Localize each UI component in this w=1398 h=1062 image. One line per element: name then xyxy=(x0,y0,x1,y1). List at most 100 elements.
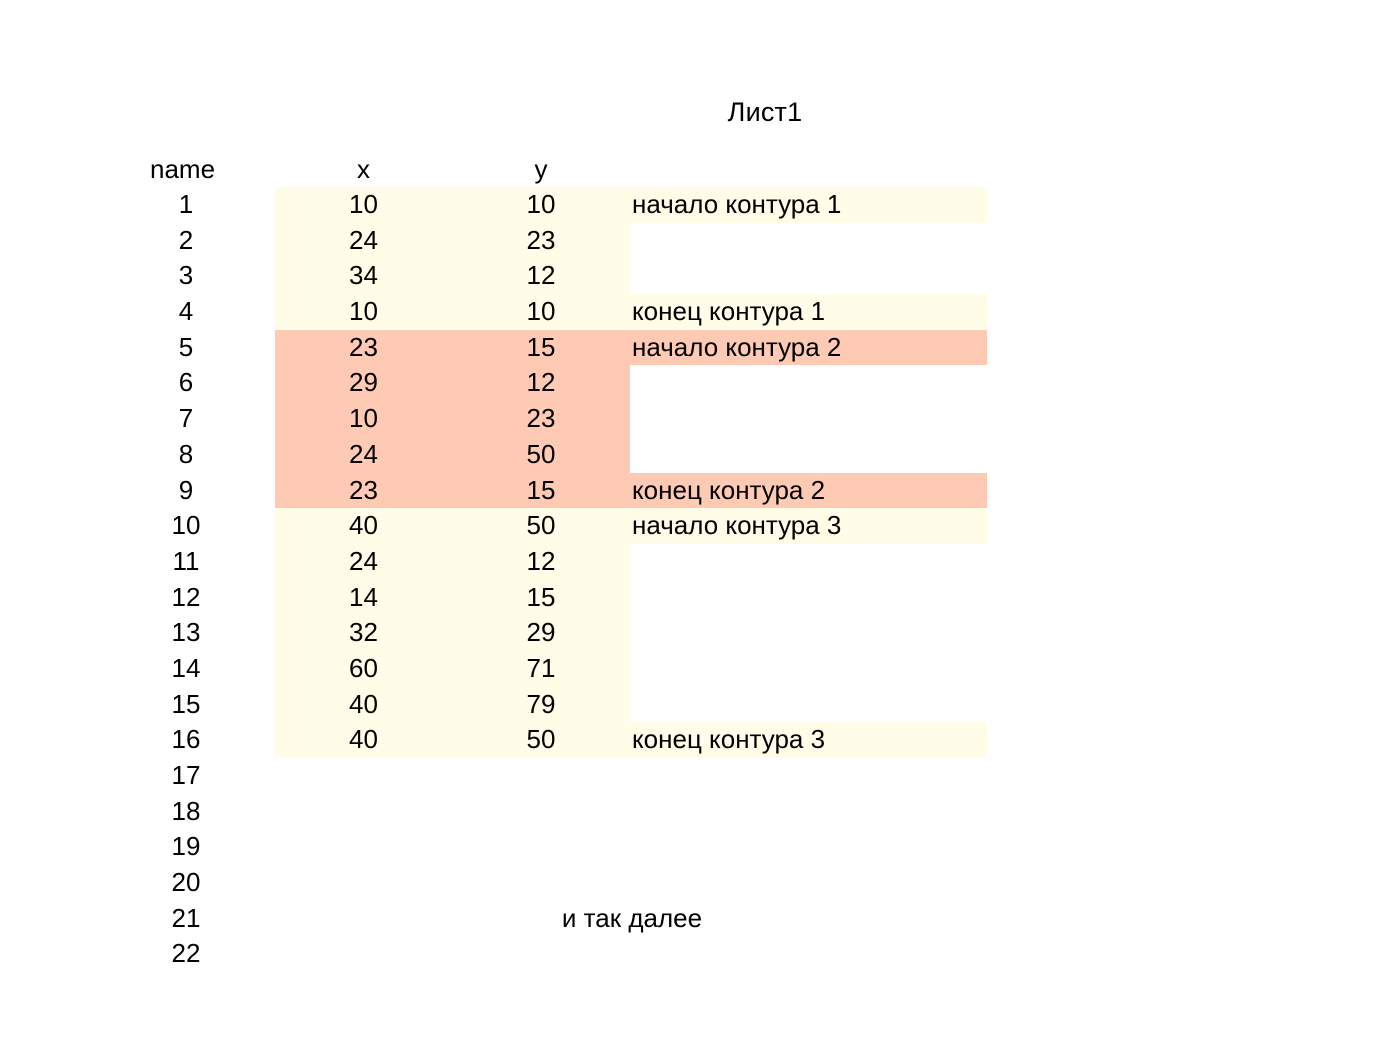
row-highlight-xy xyxy=(275,258,630,295)
cell-y[interactable]: 12 xyxy=(526,545,556,576)
column-header-x[interactable]: x xyxy=(357,154,370,184)
cell-note[interactable]: начало контура 1 xyxy=(632,189,842,219)
cell-x[interactable]: 10 xyxy=(349,403,378,434)
row-highlight-xy xyxy=(275,579,630,616)
cell-x[interactable]: 24 xyxy=(349,545,378,576)
cell-name[interactable]: 3 xyxy=(178,260,194,291)
table-row[interactable]: 9 23 15 конец контура 2 xyxy=(0,472,1398,509)
table-row[interactable]: 16 40 50 конец контура 3 xyxy=(0,722,1398,758)
cell-name[interactable]: 22 xyxy=(171,938,201,969)
cell-x[interactable]: 10 xyxy=(349,189,378,219)
cell-y[interactable]: 23 xyxy=(526,403,556,434)
table-row[interactable]: 13 32 29 xyxy=(0,615,1398,651)
cell-x[interactable]: 29 xyxy=(349,367,378,398)
cell-x[interactable]: 24 xyxy=(349,224,378,255)
cell-x[interactable]: 34 xyxy=(349,260,378,291)
cell-y[interactable]: 15 xyxy=(526,474,556,505)
cell-x[interactable]: 24 xyxy=(349,438,378,469)
cell-name[interactable]: 13 xyxy=(171,617,201,648)
table-row[interactable]: 2 24 23 xyxy=(0,222,1398,259)
table-header-row: name x y xyxy=(0,152,1398,187)
cell-x[interactable]: 40 xyxy=(349,688,378,719)
table-row[interactable]: 10 40 50 начало контура 3 xyxy=(0,508,1398,544)
cell-name[interactable]: 6 xyxy=(178,367,194,398)
cell-y[interactable]: 50 xyxy=(526,510,556,541)
cell-name[interactable]: 8 xyxy=(178,438,194,469)
table-row[interactable]: 11 24 12 xyxy=(0,543,1398,580)
cell-note[interactable]: конец контура 3 xyxy=(632,724,826,755)
row-highlight-xy xyxy=(275,472,630,509)
cell-y[interactable]: 12 xyxy=(526,260,556,291)
cell-y[interactable]: 12 xyxy=(526,367,556,398)
table-row[interactable]: 14 60 71 xyxy=(0,650,1398,687)
table-row[interactable]: 18 xyxy=(0,794,1398,830)
table-row[interactable]: 12 14 15 xyxy=(0,579,1398,616)
cell-x[interactable]: 60 xyxy=(349,652,378,683)
table-row[interactable]: 6 29 12 xyxy=(0,365,1398,402)
cell-name[interactable]: 21 xyxy=(171,902,201,933)
table-row[interactable]: 15 40 79 xyxy=(0,686,1398,723)
table-row[interactable]: 21 и так далее xyxy=(0,901,1398,937)
cell-y[interactable]: 10 xyxy=(526,189,556,219)
cell-name[interactable]: 16 xyxy=(171,724,201,755)
cell-name[interactable]: 11 xyxy=(172,545,200,576)
cell-y[interactable]: 50 xyxy=(526,438,556,469)
cell-name[interactable]: 9 xyxy=(178,474,194,505)
cell-name[interactable]: 18 xyxy=(171,795,201,826)
cell-y[interactable]: 71 xyxy=(526,652,556,683)
table-row[interactable]: 1 10 10 начало контура 1 xyxy=(0,187,1398,223)
cell-y[interactable]: 50 xyxy=(526,724,556,755)
row-highlight-note xyxy=(630,722,987,758)
cell-name[interactable]: 4 xyxy=(178,296,194,327)
column-header-y[interactable]: y xyxy=(534,154,548,184)
row-highlight-xy xyxy=(275,401,630,437)
cell-note[interactable]: и так далее xyxy=(561,902,703,933)
table-row[interactable]: 8 24 50 xyxy=(0,436,1398,473)
cell-name[interactable]: 10 xyxy=(171,510,201,541)
table-row[interactable]: 20 xyxy=(0,865,1398,901)
cell-y[interactable]: 79 xyxy=(526,688,556,719)
cell-y[interactable]: 23 xyxy=(526,224,556,255)
cell-note[interactable]: конец контура 2 xyxy=(632,474,826,505)
table-row[interactable]: 19 xyxy=(0,829,1398,865)
cell-name[interactable]: 2 xyxy=(178,224,194,255)
cell-note[interactable]: начало контура 3 xyxy=(632,510,842,541)
cell-name[interactable]: 19 xyxy=(171,831,201,862)
table-row[interactable]: 3 34 12 xyxy=(0,258,1398,295)
cell-note[interactable]: начало контура 2 xyxy=(632,331,842,362)
cell-name[interactable]: 1 xyxy=(178,189,194,219)
cell-name[interactable]: 12 xyxy=(171,581,201,612)
cell-y[interactable]: 15 xyxy=(526,331,556,362)
cell-name[interactable]: 20 xyxy=(171,867,201,898)
cell-note[interactable]: конец контура 1 xyxy=(632,296,826,327)
table-row[interactable]: 17 xyxy=(0,758,1398,794)
table-row[interactable]: 4 10 10 конец контура 1 xyxy=(0,294,1398,330)
sheet-title: Лист1 xyxy=(0,96,1398,129)
cell-x[interactable]: 32 xyxy=(349,617,378,648)
cell-y[interactable]: 29 xyxy=(526,617,556,648)
cell-y[interactable]: 15 xyxy=(526,581,556,612)
row-highlight-xy xyxy=(275,650,630,687)
cell-x[interactable]: 10 xyxy=(349,296,378,327)
cell-name[interactable]: 15 xyxy=(171,688,201,719)
row-highlight-xy xyxy=(275,543,630,580)
cell-x[interactable]: 40 xyxy=(349,724,378,755)
cell-x[interactable]: 14 xyxy=(349,581,378,612)
cell-x[interactable]: 40 xyxy=(349,510,378,541)
cell-name[interactable]: 5 xyxy=(178,331,194,362)
cell-name[interactable]: 7 xyxy=(178,403,194,434)
table-row[interactable]: 5 23 15 начало контура 2 xyxy=(0,329,1398,366)
row-highlight-xy xyxy=(275,615,630,651)
column-header-name[interactable]: name xyxy=(150,154,216,184)
row-highlight-xy xyxy=(275,365,630,402)
cell-x[interactable]: 23 xyxy=(349,331,378,362)
table-row[interactable]: 22 xyxy=(0,936,1398,972)
row-highlight-xy xyxy=(275,436,630,473)
table-row[interactable]: 7 10 23 xyxy=(0,401,1398,437)
cell-y[interactable]: 10 xyxy=(526,296,556,327)
cell-x[interactable]: 23 xyxy=(349,474,378,505)
cell-name[interactable]: 14 xyxy=(171,652,201,683)
cell-name[interactable]: 17 xyxy=(171,760,201,790)
